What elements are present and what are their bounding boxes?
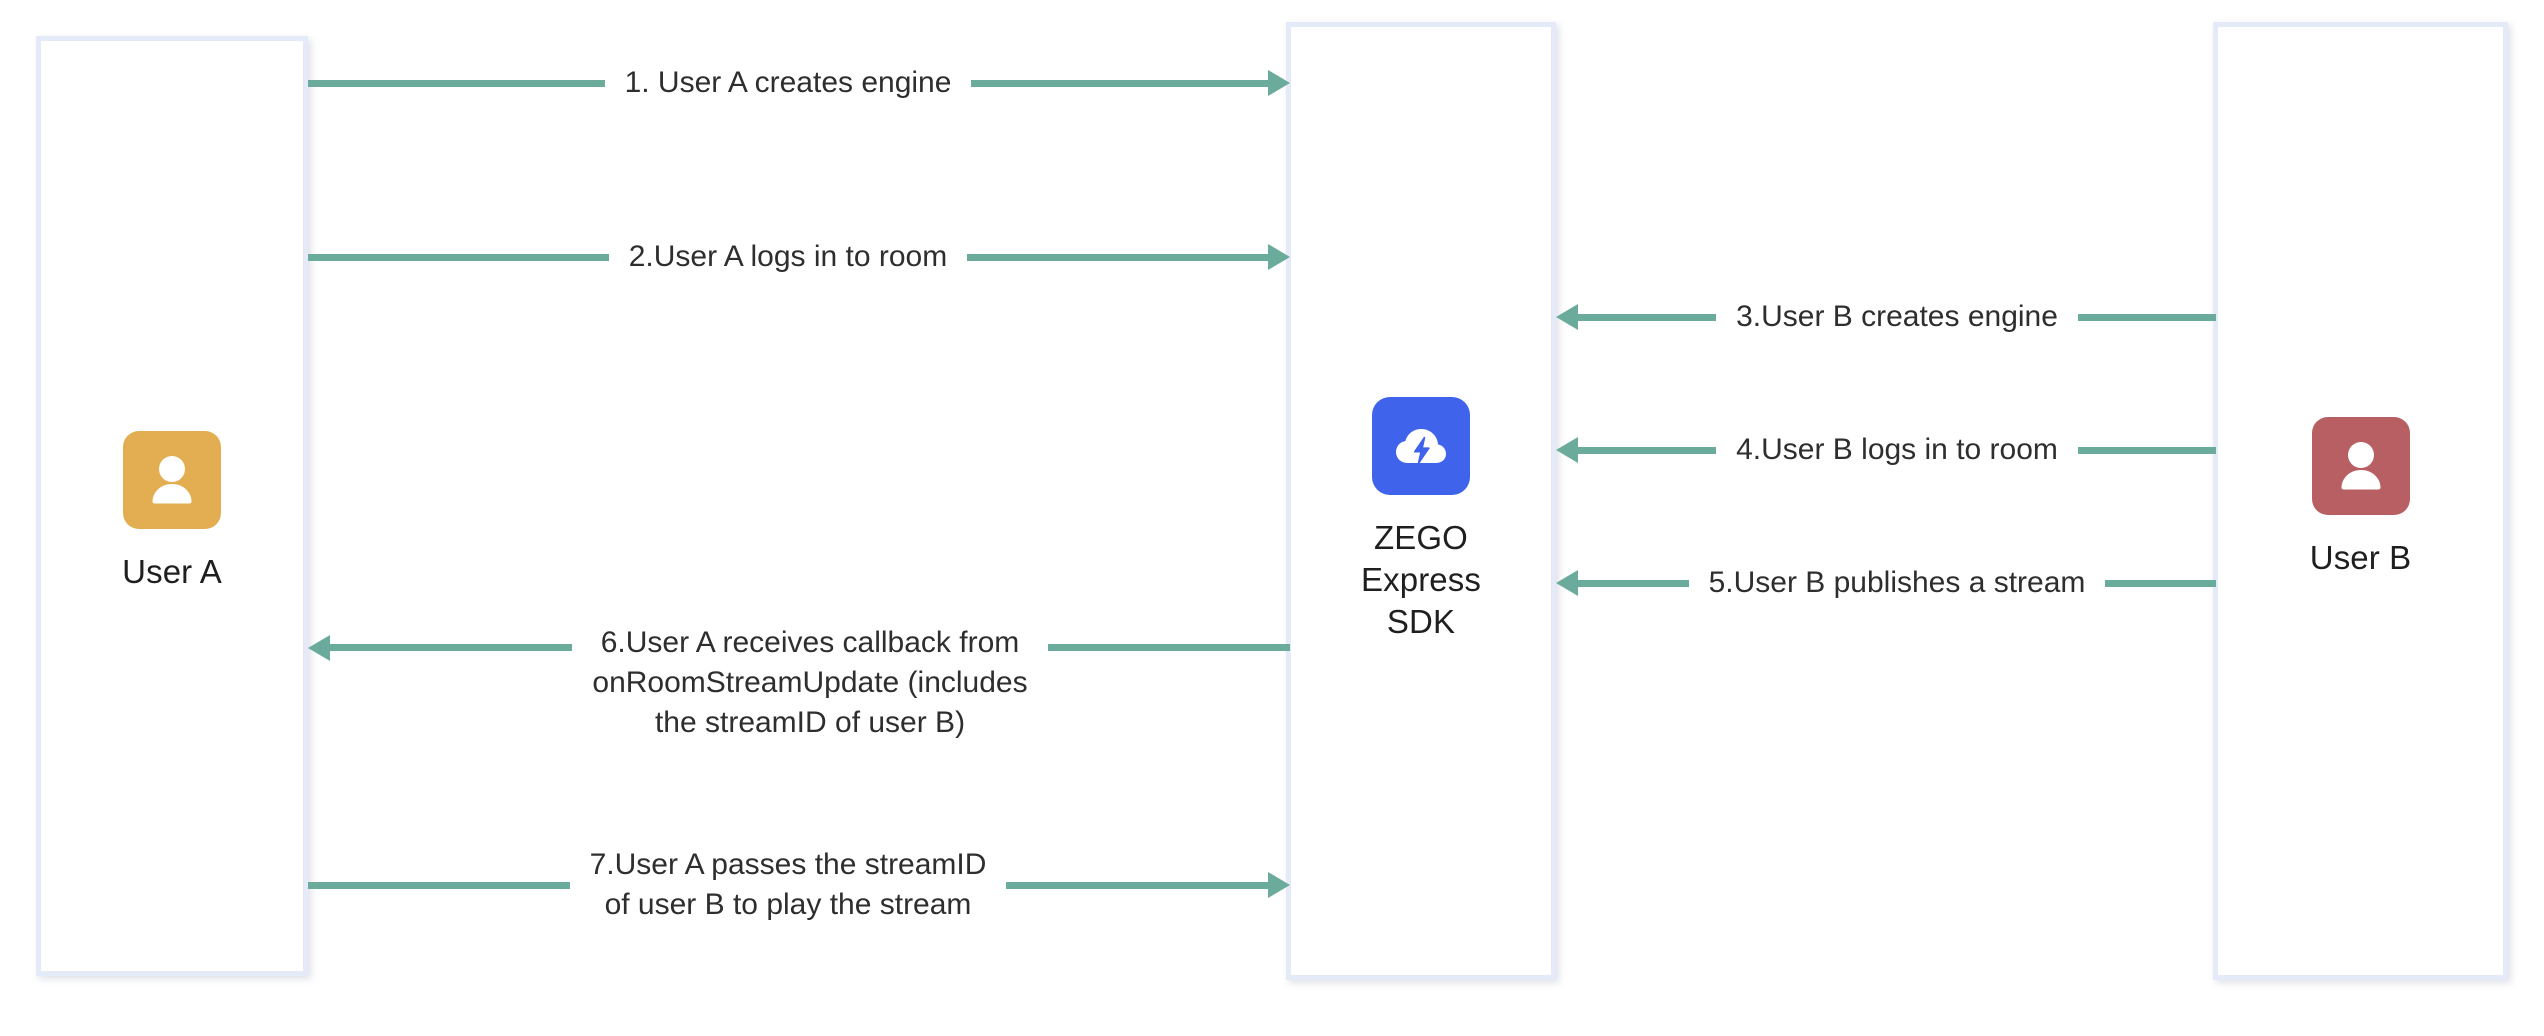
message-label-6: 6.User A receives callback from onRoomSt…: [592, 626, 1028, 739]
message-label-1: 1. User A creates engine: [624, 66, 952, 99]
user-avatar-icon: [2311, 417, 2410, 515]
arrow-line-segment: [2105, 579, 2216, 587]
message-arrow-3: 3.User B creates engine: [1556, 300, 2216, 333]
message-label-3: 3.User B creates engine: [1736, 300, 2058, 333]
arrow-line-segment: [1047, 644, 1291, 651]
arrow-line-segment: [1578, 313, 1717, 321]
lifeline-user-b: User B: [2213, 22, 2508, 980]
lifeline-zego-sdk: ZEGO Express SDK: [1286, 22, 1556, 980]
message-label-7: 7.User A passes the streamID of user B t…: [589, 848, 987, 921]
arrow-line-segment: [1578, 579, 1689, 587]
participant-user-a: User A: [41, 431, 303, 593]
arrowhead-left-icon: [1556, 304, 1578, 330]
arrowhead-right-icon: [1268, 872, 1290, 898]
user-avatar-icon: [123, 431, 221, 529]
message-label-4: 4.User B logs in to room: [1736, 433, 2058, 466]
message-label-5: 5.User B publishes a stream: [1708, 566, 2086, 599]
arrow-line-segment: [330, 644, 573, 651]
message-arrow-2: 2.User A logs in to room: [308, 240, 1290, 273]
arrowhead-left-icon: [1556, 437, 1578, 463]
message-arrow-4: 4.User B logs in to room: [1556, 433, 2217, 466]
arrowhead-right-icon: [1268, 70, 1290, 96]
message-arrow-6: 6.User A receives callback from onRoomSt…: [308, 626, 1291, 739]
message-arrow-1: 1. User A creates engine: [308, 66, 1290, 99]
participant-zego-sdk: ZEGO Express SDK: [1291, 397, 1551, 643]
participant-label-user-b: User B: [2309, 539, 2412, 576]
arrow-line-segment: [2077, 446, 2217, 454]
message-arrow-7: 7.User A passes the streamID of user B t…: [308, 830, 1290, 940]
arrowhead-right-icon: [1268, 244, 1290, 270]
arrowhead-left-icon: [1556, 570, 1578, 596]
participant-user-b: User B: [2218, 417, 2503, 579]
arrow-line-segment: [308, 253, 609, 261]
participant-label-user-a: User A: [122, 553, 222, 590]
arrow-line-segment: [1006, 881, 1268, 889]
zego-cloud-bolt-icon: [1372, 397, 1470, 495]
arrowhead-left-icon: [308, 635, 330, 661]
arrow-line-segment: [2077, 313, 2216, 321]
arrow-line-segment: [967, 253, 1268, 261]
arrow-line-segment: [308, 79, 605, 87]
arrow-line-segment: [308, 881, 570, 889]
message-arrow-5: 5.User B publishes a stream: [1556, 566, 2216, 599]
message-label-2: 2.User A logs in to room: [628, 240, 948, 273]
participant-label-zego-sdk: ZEGO Express SDK: [1361, 519, 1481, 640]
lifeline-user-a: User A: [36, 36, 308, 976]
arrow-line-segment: [1578, 446, 1717, 454]
arrow-line-segment: [971, 79, 1268, 87]
